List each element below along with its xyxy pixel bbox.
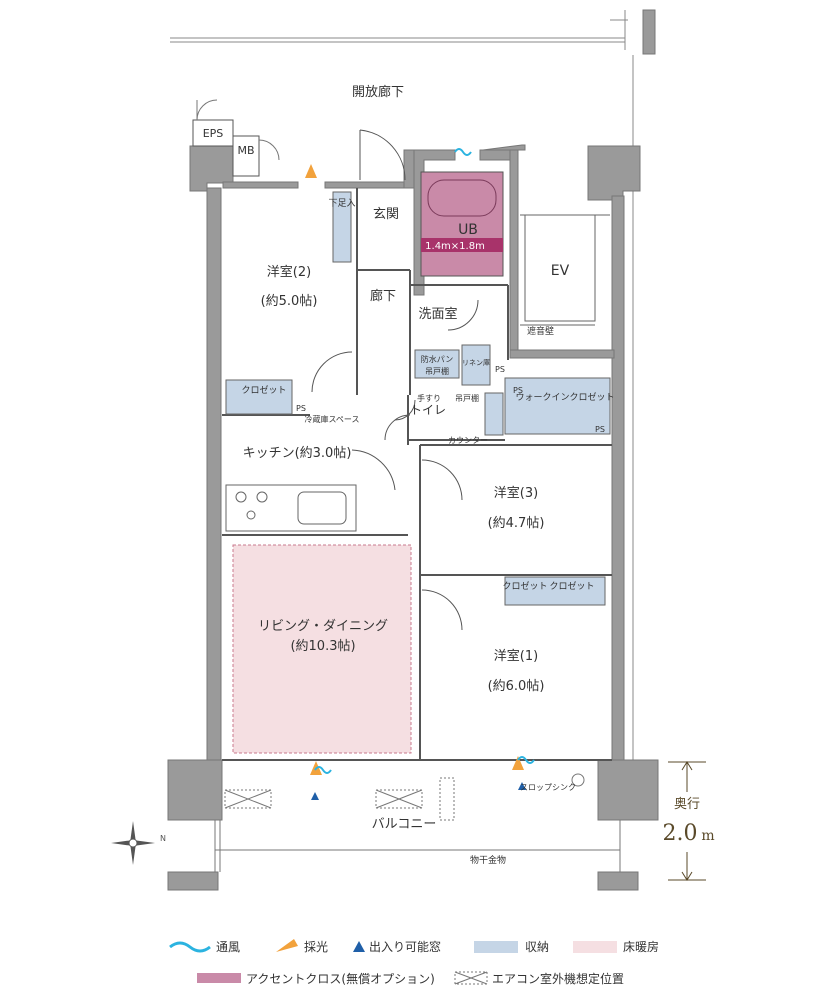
- closet-label: クロゼット: [549, 580, 594, 592]
- legend-floor-heating: 床暖房: [623, 939, 659, 954]
- floor-heating-area: [232, 544, 412, 754]
- waterproof-pan-label: 防水パン: [421, 354, 453, 364]
- ventilation-markers: [305, 148, 535, 800]
- legend: 通風 採光 出入り可能窓 収納 床暖房 アクセントクロス(無償オプション) エア…: [169, 939, 659, 986]
- depth-value: 2.0: [663, 821, 698, 846]
- western-3-name: 洋室(3): [494, 485, 538, 501]
- hall-label: 廊下: [370, 288, 396, 304]
- corridor-label: 開放廊下: [352, 84, 404, 100]
- room-doors[interactable]: [311, 299, 479, 631]
- triangle-icon: [353, 941, 365, 952]
- toilet-label: トイレ: [410, 403, 446, 417]
- linen-label: リネン庫: [462, 358, 490, 367]
- storage-swatch: [474, 941, 518, 953]
- legend-window: 出入り可能窓: [369, 939, 441, 954]
- western-3-size: (約4.7帖): [488, 516, 545, 531]
- wave-icon: [517, 756, 535, 764]
- depth-label: 奥行: [674, 797, 700, 812]
- slop-sink-label: スロップシンク: [520, 783, 576, 792]
- kitchen-label: キッチン(約3.0帖): [243, 446, 352, 461]
- eps-mb-box: EPS MB: [192, 99, 280, 177]
- ev-label: EV: [551, 263, 570, 279]
- balcony: [214, 773, 621, 872]
- kitchen-counter: [225, 484, 357, 532]
- legend-light: 採光: [304, 940, 328, 954]
- outer-walls: [167, 144, 659, 891]
- compass-icon: N: [111, 821, 166, 865]
- light-ray-icon: [276, 939, 298, 952]
- handrail-label: 手すり: [417, 393, 441, 403]
- sound-wall-label: 遮音壁: [527, 325, 554, 337]
- balcony-label: バルコニー: [372, 817, 437, 832]
- wave-icon: [454, 148, 472, 156]
- room-labels: 開放廊下 玄関 下足入 廊下 洋室(2) (約5.0帖) 洗面室 防水パン 吊戸…: [241, 84, 614, 866]
- legend-ac: エアコン室外機想定位置: [492, 971, 624, 986]
- corridor-railing: [170, 9, 656, 760]
- eps-label: EPS: [203, 127, 224, 140]
- ps-label: PS: [296, 404, 306, 413]
- closet-label: クロゼット: [241, 384, 286, 396]
- elevator-shaft: EV 遮音壁: [520, 214, 610, 337]
- interior-walls: [222, 188, 612, 761]
- entrance-label: 玄関: [373, 207, 399, 222]
- ac-unit-icon: [454, 971, 488, 985]
- light-ray-icon: [305, 164, 317, 178]
- light-ray-icon: [512, 756, 524, 770]
- western-2-size: (約5.0帖): [261, 294, 318, 309]
- wave-icon: [314, 766, 332, 774]
- ub-label: UB: [458, 222, 478, 238]
- floor-heating-swatch: [573, 941, 617, 953]
- legend-storage: 収納: [525, 940, 549, 954]
- legend-accent: アクセントクロス(無償オプション): [246, 971, 435, 986]
- dryer-label: 物干金物: [470, 854, 506, 866]
- triangle-icon: [518, 782, 526, 790]
- ps-label: PS: [595, 425, 605, 434]
- entrance-door[interactable]: [359, 129, 406, 181]
- hanging-shelf-label: 吊戸棚: [425, 366, 449, 376]
- triangle-icon: [311, 792, 319, 800]
- mb-label: MB: [237, 144, 254, 157]
- svg-text:N: N: [160, 834, 166, 843]
- washroom-label: 洗面室: [418, 306, 457, 322]
- wave-icon: [169, 941, 211, 953]
- counter-label: カウンター: [448, 436, 488, 445]
- living-size: (約10.3帖): [290, 639, 355, 654]
- western-1-size: (約6.0帖): [488, 679, 545, 694]
- western-2-name: 洋室(2): [267, 264, 311, 280]
- depth-marker: 奥行 2.0 m: [663, 761, 715, 881]
- hanging-shelf-2-label: 吊戸棚: [455, 393, 479, 403]
- walkin-label: ウォークインクロゼット: [515, 391, 614, 403]
- depth-unit: m: [701, 828, 714, 844]
- bathroom-ub: UB 1.4m×1.8m: [420, 171, 504, 277]
- shoe-storage-label: 下足入: [328, 198, 355, 209]
- storage-areas: [225, 191, 611, 606]
- fridge-label: 冷蔵庫スペース: [304, 414, 359, 424]
- living-name: リビング・ダイニング: [258, 619, 388, 634]
- ub-size-label: 1.4m×1.8m: [425, 241, 485, 252]
- closet-label: クロゼット: [502, 580, 547, 592]
- legend-ventilation: 通風: [216, 940, 240, 954]
- western-1-name: 洋室(1): [494, 648, 538, 664]
- ps-label: PS: [495, 365, 505, 374]
- ps-label: PS: [513, 386, 523, 395]
- accent-swatch: [197, 973, 241, 983]
